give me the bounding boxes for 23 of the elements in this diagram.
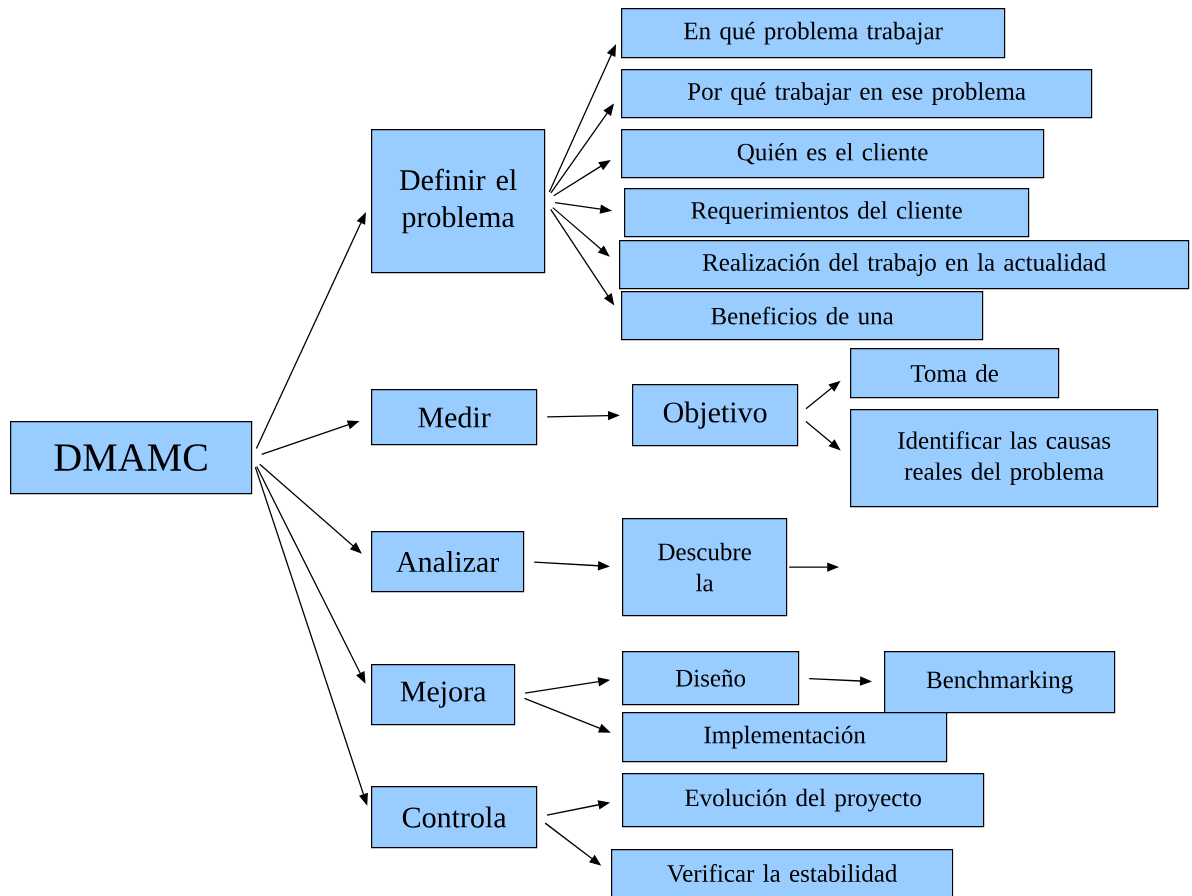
root-box: DMAMC [10,421,253,495]
item-box: Implementación [622,712,948,763]
step-box: Analizar [371,531,525,593]
item-box: Descubre la [622,518,788,617]
step-box: Mejora [371,664,516,726]
item-box: Realización del trabajo en la actualidad [619,240,1190,290]
item-box: Diseño [622,651,800,706]
item-box: Benchmarking [884,651,1116,714]
item-box: Verificar la estabilidad [611,849,954,896]
item-box: Por qué trabajar en ese problema [621,69,1093,119]
item-box: Requerimientos del cliente [624,188,1030,238]
item-box: Objetivo [632,384,799,447]
item-box: Quién es el cliente [621,129,1045,179]
item-box: Beneficios de una [621,291,984,341]
item-box: Evolución del proyecto [622,773,985,828]
arrow [552,206,610,257]
step-box: Medir [371,389,538,446]
arrow [259,463,362,554]
item-box: Toma de [850,348,1060,399]
step-box: Definir el problema [371,129,546,274]
item-box: Identificar las causas reales del problema [850,409,1159,508]
item-box: En qué problema trabajar [621,8,1006,59]
step-box: Controla [371,786,538,849]
